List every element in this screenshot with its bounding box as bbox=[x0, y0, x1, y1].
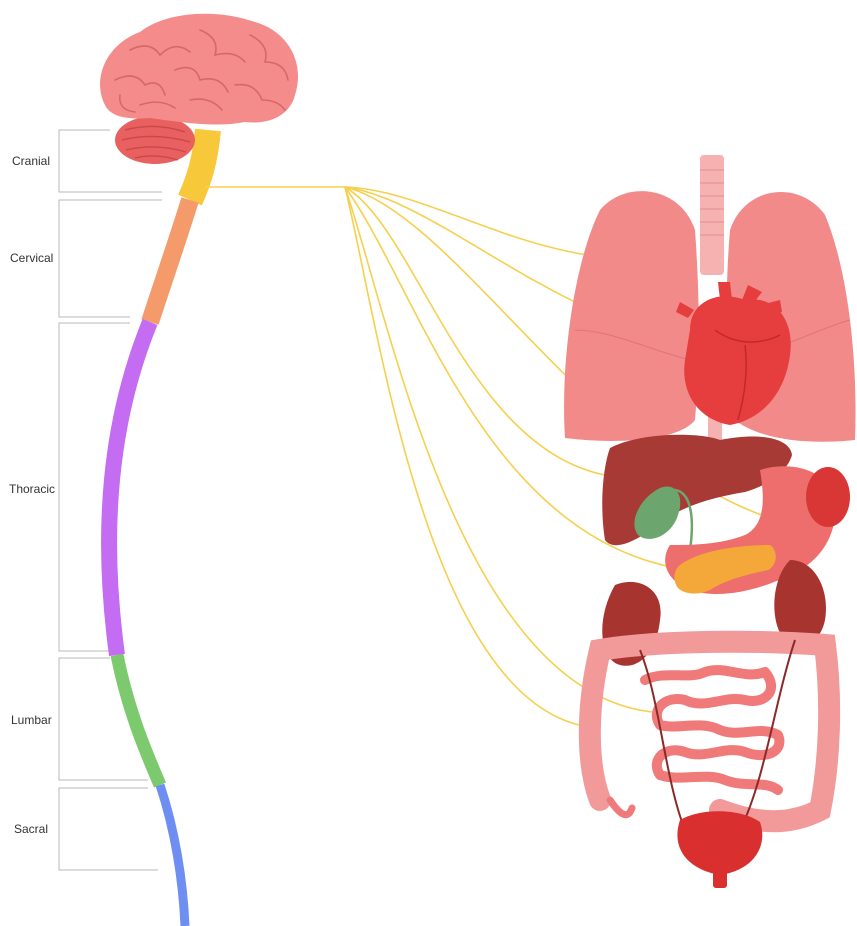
cerebrum bbox=[100, 14, 298, 125]
spinal-segment-cervical bbox=[150, 200, 190, 322]
small-intestine bbox=[645, 670, 779, 790]
label-sacral: Sacral bbox=[14, 822, 48, 836]
spinal-segment-sacral bbox=[160, 785, 185, 926]
label-cervical: Cervical bbox=[10, 251, 53, 265]
left-lung bbox=[564, 191, 699, 441]
spinal-segment-lumbar bbox=[117, 655, 160, 785]
bladder bbox=[677, 811, 762, 875]
segment-labels: Cranial Cervical Thoracic Lumbar Sacral bbox=[9, 154, 55, 836]
urethra bbox=[713, 870, 727, 888]
label-thoracic: Thoracic bbox=[9, 482, 55, 496]
bracket-sacral bbox=[59, 788, 158, 870]
spinal-cord bbox=[109, 130, 208, 926]
trachea bbox=[700, 155, 724, 275]
appendix bbox=[610, 800, 632, 815]
spleen bbox=[806, 467, 850, 527]
label-cranial: Cranial bbox=[12, 154, 50, 168]
bracket-cervical bbox=[59, 200, 162, 317]
organs-illustration bbox=[564, 155, 855, 888]
spinal-segment-thoracic bbox=[109, 322, 150, 655]
label-lumbar: Lumbar bbox=[11, 713, 52, 727]
nerve-to-colon bbox=[345, 187, 600, 728]
